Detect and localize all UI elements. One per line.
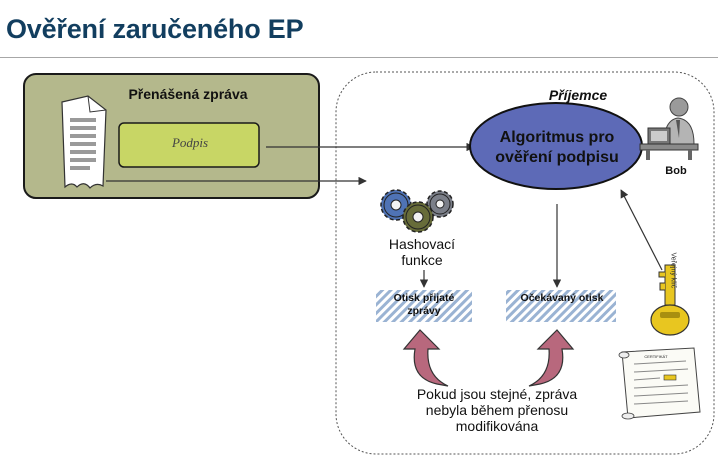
certificate-icon (618, 347, 701, 420)
comparison-arrows (402, 329, 575, 387)
person-label: Bob (665, 165, 687, 177)
conclusion-text: Pokud jsou stejné, zpráva nebyla během p… (416, 386, 578, 434)
page-title: Ověření zaručeného EP (6, 14, 304, 44)
algorithm-label: Algoritmus pro ověření podpisu (495, 129, 619, 166)
signature-label: Podpis (171, 135, 209, 150)
hash-function-label: Hashovací funkce (388, 236, 456, 268)
title-divider (0, 57, 718, 58)
document-icon (61, 95, 107, 189)
message-box-title: Přenášená zpráva (128, 86, 248, 102)
key-icon (650, 264, 690, 336)
digest-expected-label: Očekávaný otisk (520, 292, 604, 304)
digest-received-box (376, 290, 472, 322)
certificate-caption: CERTIFIKÁT (644, 354, 668, 359)
signature-box (118, 122, 260, 168)
digest-expected-box (506, 290, 616, 322)
receiver-title: Příjemce (548, 87, 608, 103)
gears-icon (380, 189, 454, 233)
public-key-label: Veřejný klíč (669, 252, 677, 289)
arrow-key-to-algorithm (620, 189, 663, 271)
receiver-region (335, 71, 715, 455)
digest-received-label: Otisk přijaté zprávy (393, 292, 455, 317)
person-icon (639, 97, 699, 160)
